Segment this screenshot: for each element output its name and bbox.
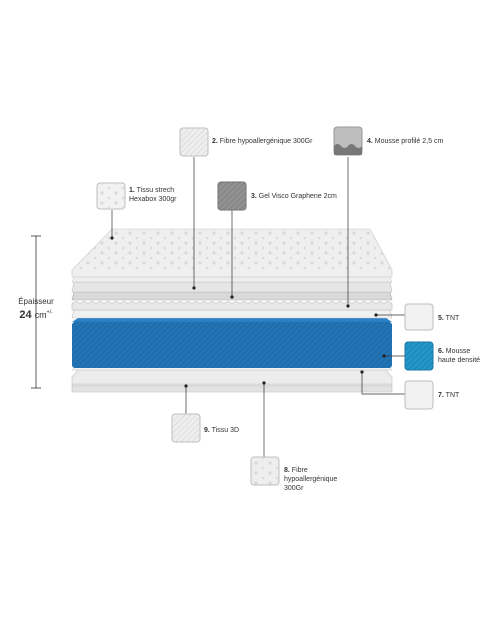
label-layer-2-num: 2.	[212, 138, 218, 145]
leader-dots	[110, 236, 386, 388]
thickness-value: 24	[19, 309, 32, 321]
label-layer-4-text: Mousse profilé 2,5 cm	[374, 138, 444, 145]
label-layer-2-text: Fibre hypoallergénique 300Gr	[219, 138, 313, 145]
label-layer-5: 5. TNT	[438, 314, 459, 323]
swatch-layer-8	[250, 456, 280, 486]
label-layer-7-num: 7.	[438, 392, 444, 399]
label-layer-4-num: 4.	[367, 138, 373, 145]
label-layer-8-text: Fibre	[291, 467, 308, 474]
label-layer-2: 2. Fibre hypoallergénique 300Gr	[212, 137, 312, 146]
label-layer-3-num: 3.	[251, 193, 257, 200]
swatch-layer-6	[404, 341, 434, 371]
label-layer-8: 8. Fibre hypoallergénique 300Gr	[284, 466, 337, 493]
swatch-layer-2	[179, 127, 209, 157]
thickness-unit: cm	[34, 310, 47, 320]
label-layer-9-text: Tissu 3D	[211, 427, 240, 434]
label-layer-4: 4. Mousse profilé 2,5 cm	[367, 137, 443, 146]
tnt-layer-top	[71, 309, 393, 319]
label-layer-8-text2: hypoallergénique	[284, 476, 338, 483]
label-layer-1-text: Tissu strech	[136, 187, 175, 194]
label-layer-1-text2: Hexabox 300gr	[129, 196, 177, 203]
label-layer-7-text: TNT	[445, 392, 460, 399]
thickness-tolerance: +/-	[46, 309, 53, 316]
label-layer-5-num: 5.	[438, 315, 444, 322]
label-layer-6-num: 6.	[438, 348, 444, 355]
thickness-title: Épaisseur	[18, 297, 54, 306]
label-layer-9: 9. Tissu 3D	[204, 426, 239, 435]
swatch-layer-3	[217, 181, 247, 211]
swatch-layer-7	[404, 380, 434, 410]
swatch-layer-5	[404, 303, 434, 331]
bottom-layers	[71, 365, 393, 393]
label-layer-6-text2: haute densité	[438, 357, 481, 364]
label-layer-8-text3: 300Gr	[284, 485, 304, 492]
label-layer-6: 6. Mousse haute densité	[438, 347, 480, 365]
label-layer-5-text: TNT	[445, 315, 460, 322]
thickness-label: Épaisseur 24 cm+/-	[8, 297, 64, 321]
label-layer-1-num: 1.	[129, 187, 135, 194]
thickness-dimension	[31, 235, 41, 389]
swatch-layer-9	[171, 413, 201, 443]
label-layer-3-text: Gel Visco Graphene 2cm	[258, 193, 337, 200]
swatch-layer-4	[333, 126, 363, 156]
label-layer-8-num: 8.	[284, 467, 290, 474]
label-layer-3: 3. Gel Visco Graphene 2cm	[251, 192, 337, 201]
label-layer-7: 7. TNT	[438, 391, 459, 400]
leader-lines	[111, 157, 405, 457]
profiled-foam-layer	[71, 301, 393, 311]
label-layer-6-text: Mousse	[445, 348, 471, 355]
swatch-layer-1	[96, 182, 126, 210]
high-density-foam-layer	[72, 318, 392, 368]
label-layer-9-num: 9.	[204, 427, 210, 434]
label-layer-1: 1. Tissu strech Hexabox 300gr	[129, 186, 176, 204]
